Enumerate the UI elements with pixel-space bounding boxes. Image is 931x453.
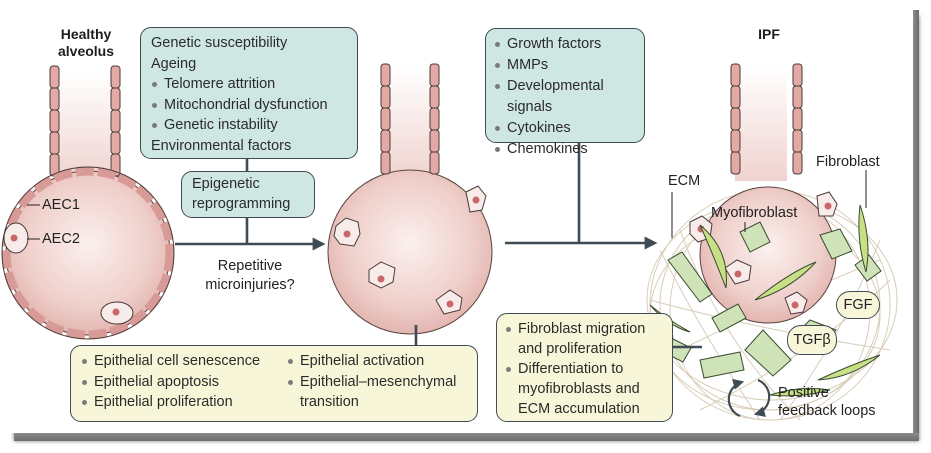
mediator-item: Developmental signals bbox=[494, 76, 636, 118]
fibroblast-line: Fibroblast migration bbox=[518, 321, 646, 337]
title-line: alveolus bbox=[57, 43, 115, 59]
mediator-item: MMPs bbox=[494, 55, 636, 76]
mediators-list: Growth factors MMPs Developmental signal… bbox=[494, 34, 636, 160]
fibroblast-responses-box: Fibroblast migration and proliferation D… bbox=[496, 313, 673, 422]
feedback-line: Positive bbox=[778, 385, 829, 401]
epigenetic-box: Epigenetic reprogramming bbox=[181, 171, 315, 218]
risk-ageing: Ageing bbox=[151, 55, 197, 72]
risk-genetic: Genetic susceptibility bbox=[151, 35, 288, 51]
frame-shadow-bottom bbox=[14, 433, 919, 441]
fibroblast-label: Fibroblast bbox=[816, 154, 880, 170]
healthy-alveolus bbox=[1, 65, 175, 340]
feedback-line: feedback loops bbox=[778, 403, 876, 419]
epithelial-item: Epithelial proliferation bbox=[81, 392, 277, 413]
epithelial-item: Epithelial apoptosis bbox=[81, 372, 277, 393]
frame-shadow-right bbox=[913, 10, 919, 440]
injured-alveolus bbox=[327, 63, 493, 335]
connectors bbox=[175, 142, 702, 349]
mediators-box: Growth factors MMPs Developmental signal… bbox=[485, 28, 645, 157]
epithelial-item: Epithelial–mesenchymal transition bbox=[287, 372, 456, 413]
fibroblast-line: and proliferation bbox=[518, 341, 622, 357]
ageing-list: Telomere attrition Mitochondrial dysfunc… bbox=[151, 74, 347, 136]
mediator-item: Cytokines bbox=[494, 118, 636, 139]
epithelial-item: Epithelial cell senescence bbox=[81, 351, 277, 372]
ipf-title: IPF bbox=[758, 26, 780, 42]
epithelial-col1: Epithelial cell senescence Epithelial ap… bbox=[81, 351, 277, 416]
aec2-label: AEC2 bbox=[42, 231, 80, 247]
feedback-loop-icon bbox=[727, 378, 771, 418]
epithelial-item: Epithelial activation bbox=[287, 351, 456, 372]
injury-line: Repetitive bbox=[217, 258, 283, 274]
tgfb-signal: TGFβ bbox=[787, 325, 837, 355]
healthy-alveolus-title: Healthy alveolus bbox=[46, 26, 126, 60]
fibroblast-line: ECM accumulation bbox=[518, 401, 640, 417]
ageing-item: Genetic instability bbox=[151, 115, 347, 136]
epigenetic-line: Epigenetic bbox=[192, 176, 260, 192]
risk-environmental: Environmental factors bbox=[151, 137, 292, 154]
positive-feedback-label: Positive feedback loops bbox=[778, 384, 876, 420]
fibroblast-item: Fibroblast migration and proliferation bbox=[505, 319, 664, 359]
fibroblast-line: myofibroblasts and bbox=[518, 381, 640, 397]
ipf-alveolus bbox=[646, 63, 898, 421]
epithelial-responses-box: Epithelial cell senescence Epithelial ap… bbox=[70, 345, 478, 422]
ageing-item: Mitochondrial dysfunction bbox=[151, 95, 347, 116]
aec1-label: AEC1 bbox=[42, 197, 80, 213]
myofibroblast-label: Myofibroblast bbox=[711, 205, 798, 221]
title-line: Healthy bbox=[60, 26, 112, 42]
fibroblast-item: Differentiation to myofibroblasts and EC… bbox=[505, 359, 664, 419]
fibroblast-list: Fibroblast migration and proliferation D… bbox=[505, 319, 664, 419]
epithelial-col2: Epithelial activation Epithelial–mesench… bbox=[287, 351, 456, 416]
ageing-item: Telomere attrition bbox=[151, 74, 347, 95]
fgf-signal: FGF bbox=[836, 291, 880, 319]
aec1-lining bbox=[1, 166, 175, 340]
injury-line: microinjuries? bbox=[205, 277, 295, 293]
mediator-item: Growth factors bbox=[494, 34, 636, 55]
emt-line: transition bbox=[300, 394, 359, 410]
epigenetic-line: reprogramming bbox=[192, 196, 291, 212]
fibroblast-line: Differentiation to bbox=[518, 361, 624, 377]
ecm-label: ECM bbox=[668, 173, 701, 189]
risk-factors-box: Genetic susceptibility Ageing Telomere a… bbox=[140, 27, 358, 159]
mediator-item: Chemokines bbox=[494, 139, 636, 160]
repetitive-microinjuries-label: Repetitive microinjuries? bbox=[195, 257, 305, 295]
emt-line: Epithelial–mesenchymal bbox=[300, 373, 457, 390]
